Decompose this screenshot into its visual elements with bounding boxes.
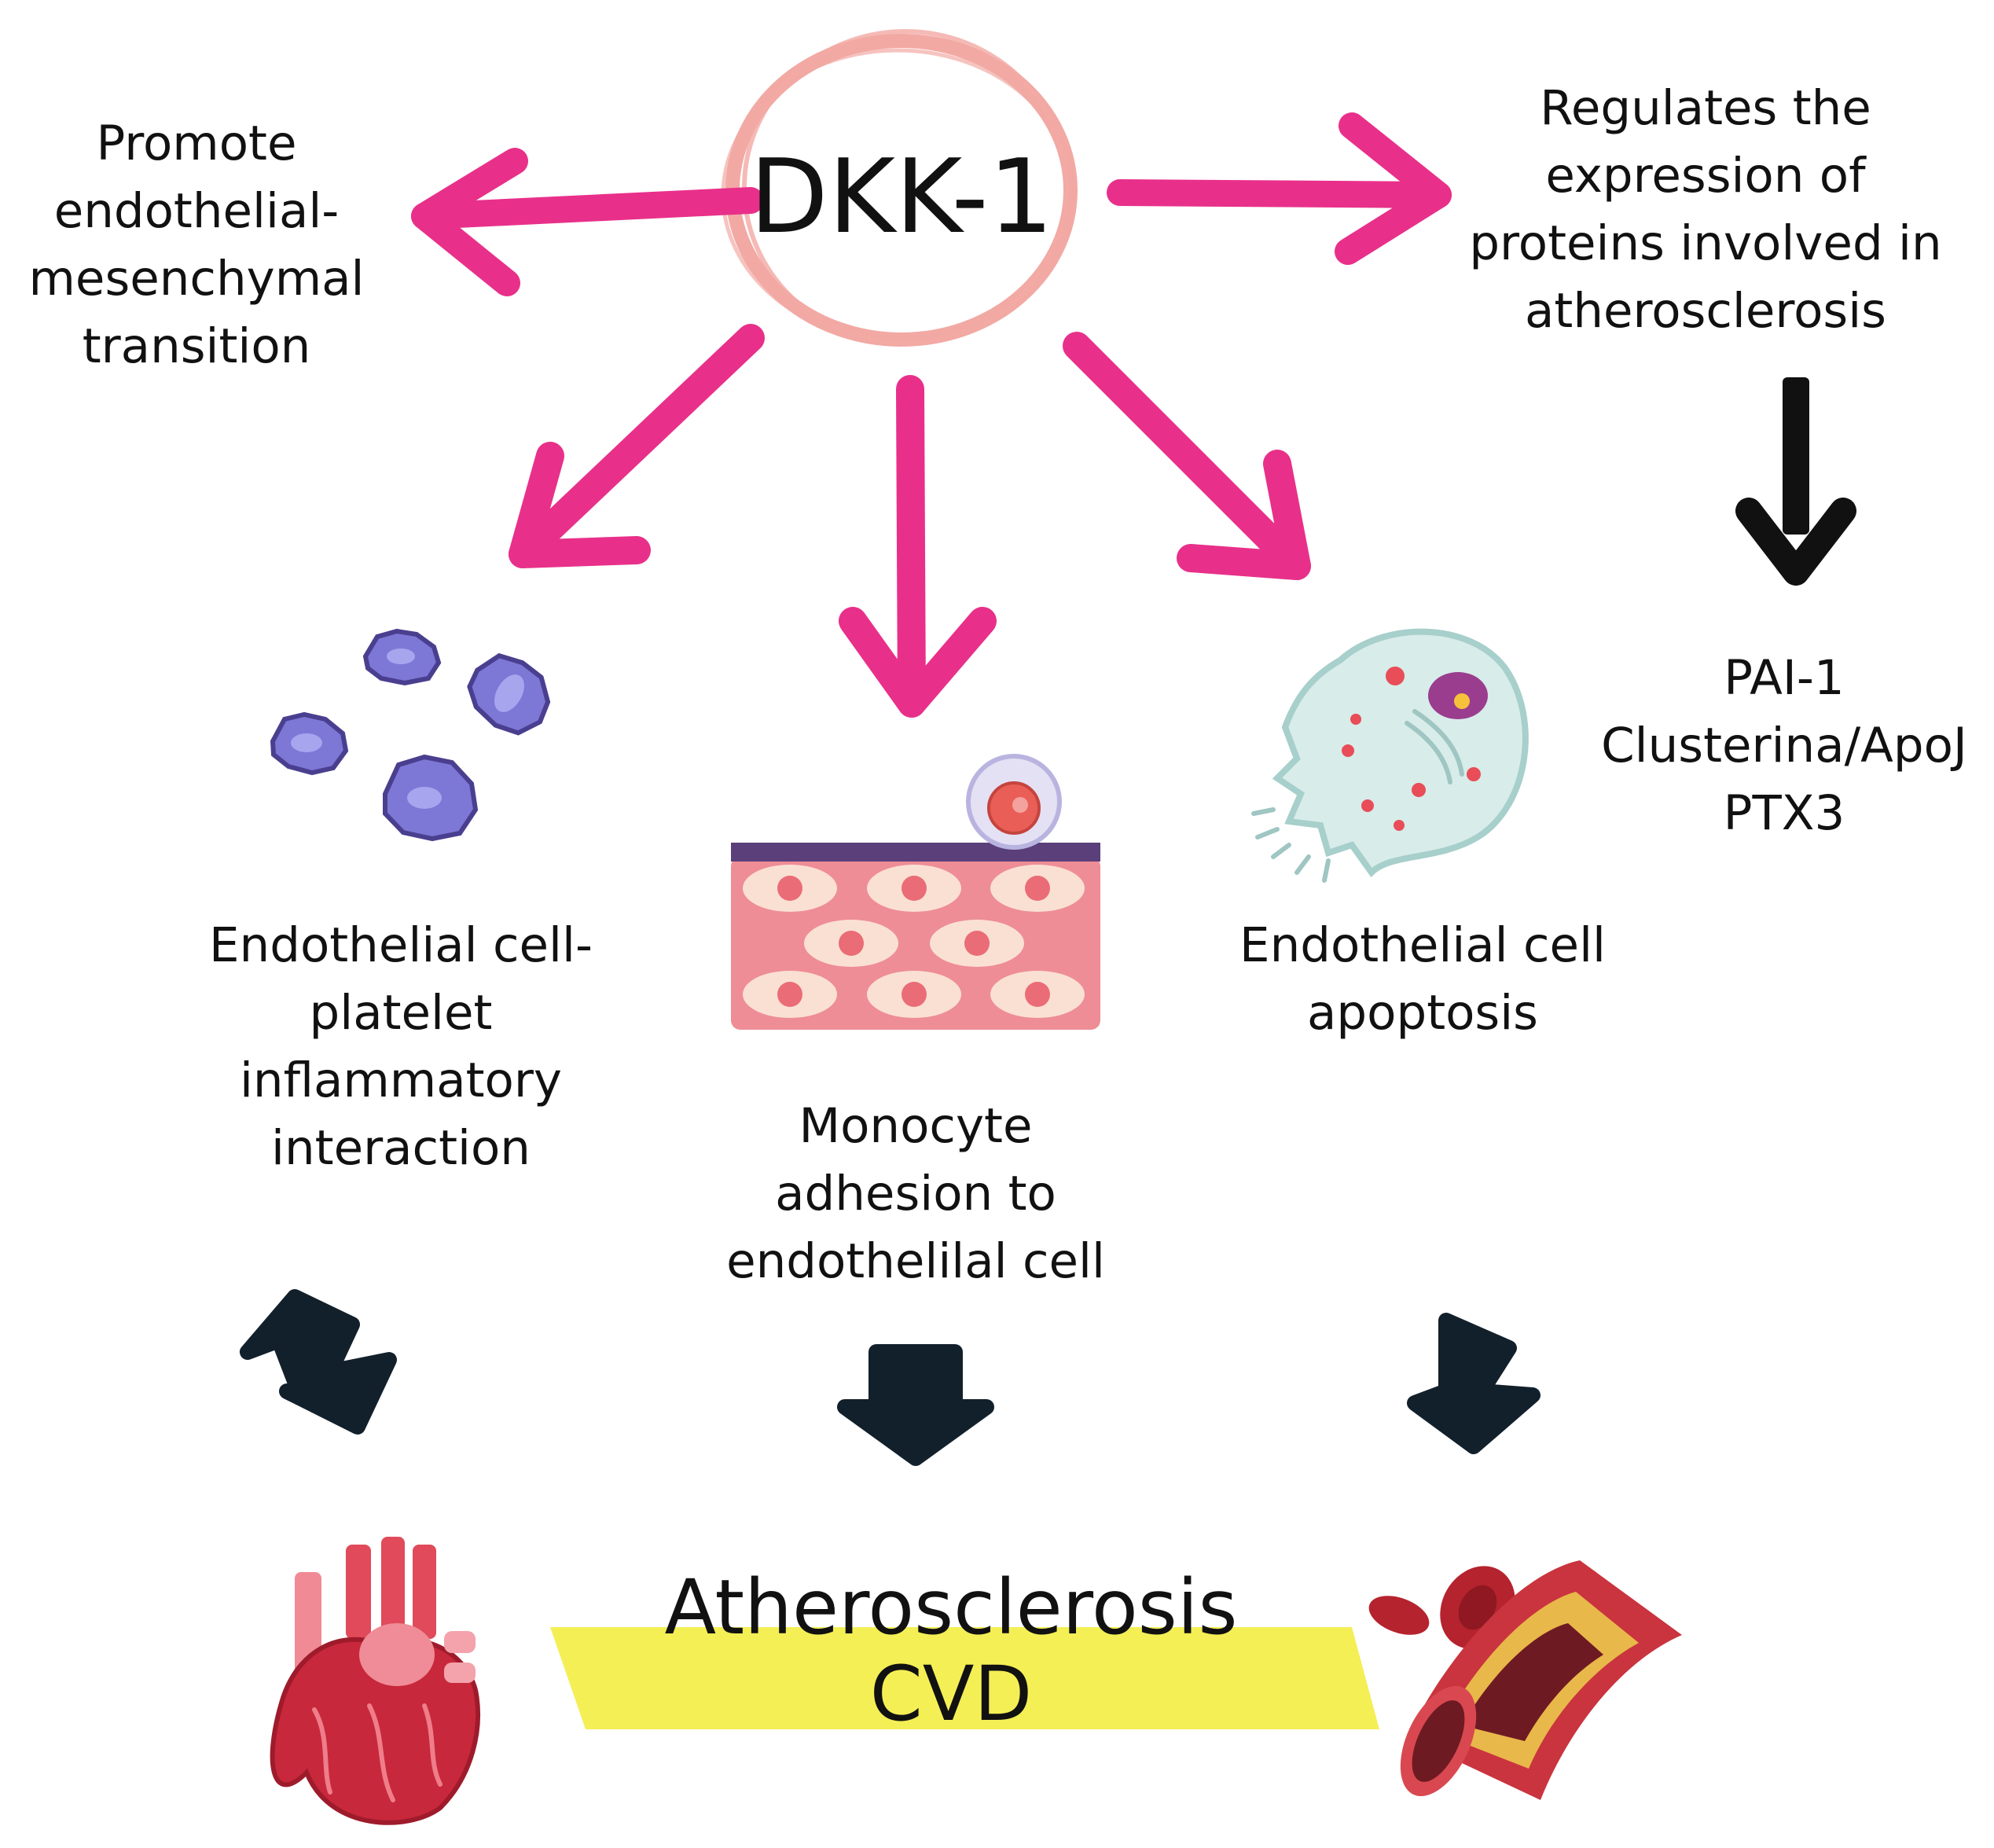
artery-plaque-icon: [1368, 1560, 1682, 1800]
outcome-label: Atherosclerosis CVD: [664, 1563, 1238, 1738]
arrow-to-emt: [411, 148, 764, 296]
apoptotic-cell-icon: [1251, 628, 1529, 883]
arrow-to-proteins: [1735, 377, 1856, 586]
arrow-to-apoptosis: [1063, 332, 1311, 580]
block-arrow-center: [837, 1344, 994, 1466]
arrow-to-regulates: [1107, 112, 1452, 265]
outcome-highlight: [550, 1627, 1379, 1729]
block-arrow-left: [240, 1289, 397, 1435]
heart-icon: [270, 1537, 480, 1825]
arrow-to-platelet: [509, 324, 765, 568]
arrow-to-monocyte: [839, 375, 997, 718]
dkk1-label: DKK-1: [749, 137, 1054, 256]
endothelium-monocyte-icon: [731, 754, 1100, 1030]
platelets-icon: [270, 628, 551, 842]
block-arrow-right: [1407, 1313, 1540, 1454]
